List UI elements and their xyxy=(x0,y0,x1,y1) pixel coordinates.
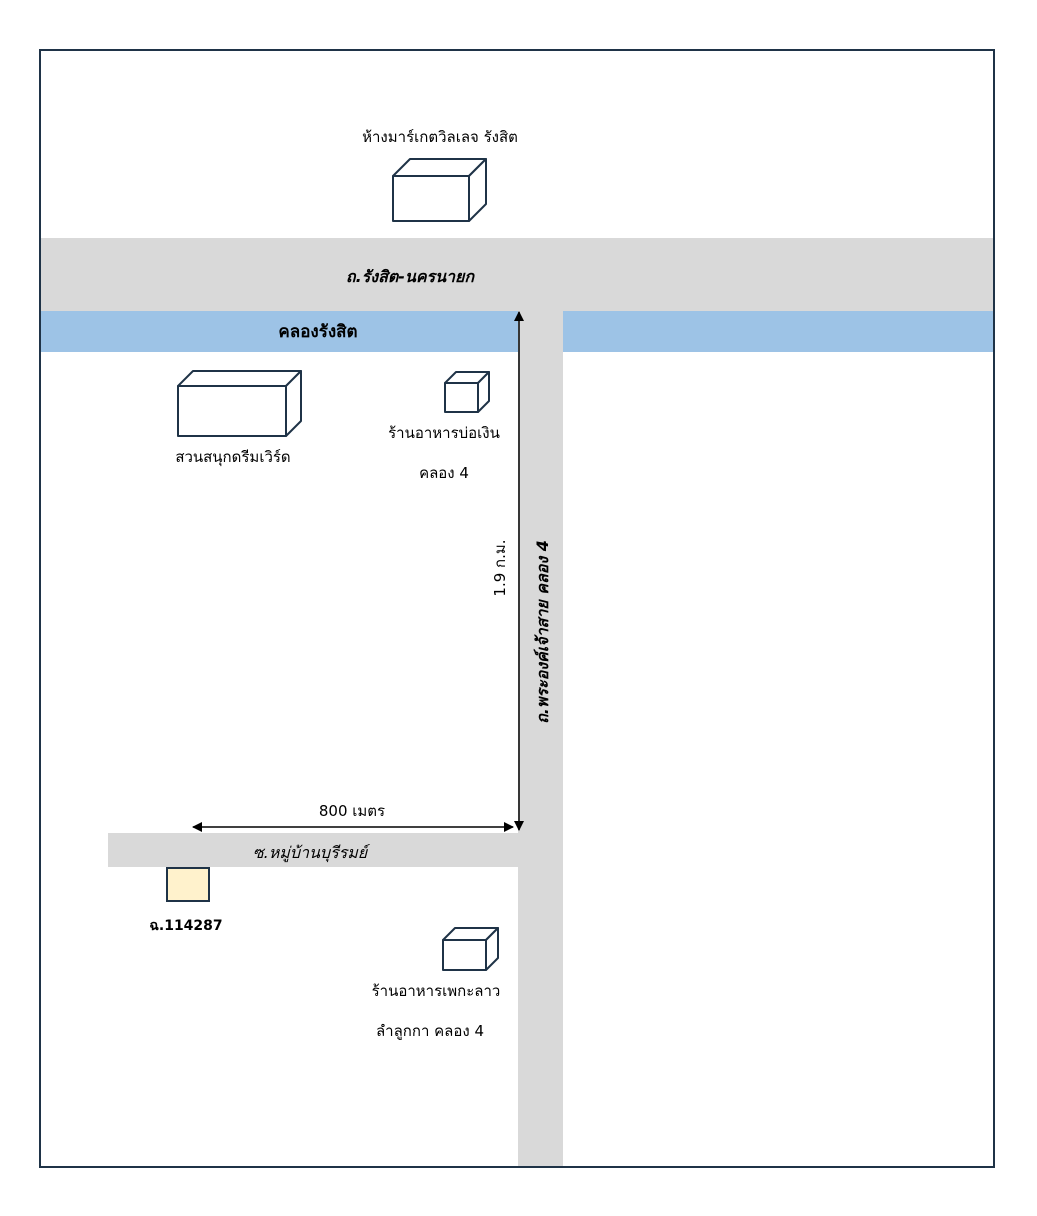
vertical-distance-label: 1.9 ก.ม. xyxy=(491,539,509,596)
horizontal-distance-label: 800 เมตร xyxy=(319,802,385,820)
bo-ngoen-building-icon xyxy=(444,371,490,413)
plot-marker xyxy=(166,867,210,902)
map-frame xyxy=(39,49,995,1168)
phetkala-label-line1: ร้านอาหารเพกะลาว xyxy=(372,982,501,1000)
phetkala-building-icon xyxy=(442,927,499,971)
bo-ngoen-label-line1: ร้านอาหารบ่อเงิน xyxy=(388,424,500,442)
phetkala-label-line2: ลำลูกกา คลอง 4 xyxy=(376,1022,484,1040)
soi-label: ซ.หมู่บ้านบุรีรมย์ xyxy=(253,843,370,863)
dream-world-label: สวนสนุกดรีมเวิร์ด xyxy=(175,448,290,467)
canal-label: คลองรังสิต xyxy=(278,322,357,342)
main-road-label: ถ.รังสิต-นครนายก xyxy=(346,267,476,286)
dream-world-building-icon xyxy=(177,370,302,437)
side-road xyxy=(518,311,563,1167)
market-village-building-icon xyxy=(392,158,487,222)
canal xyxy=(40,311,994,352)
bo-ngoen-label-line2: คลอง 4 xyxy=(419,464,469,482)
soi-road xyxy=(108,833,563,867)
side-road-canal-crossing xyxy=(518,311,563,352)
main-road xyxy=(40,238,994,311)
side-road-label: ถ.พระองค์เจ้าสาย คลอง 4 xyxy=(533,540,552,724)
plot-label: ฉ.114287 xyxy=(149,918,222,934)
market-village-label: ห้างมาร์เกตวิลเลจ รังสิต xyxy=(362,128,518,146)
